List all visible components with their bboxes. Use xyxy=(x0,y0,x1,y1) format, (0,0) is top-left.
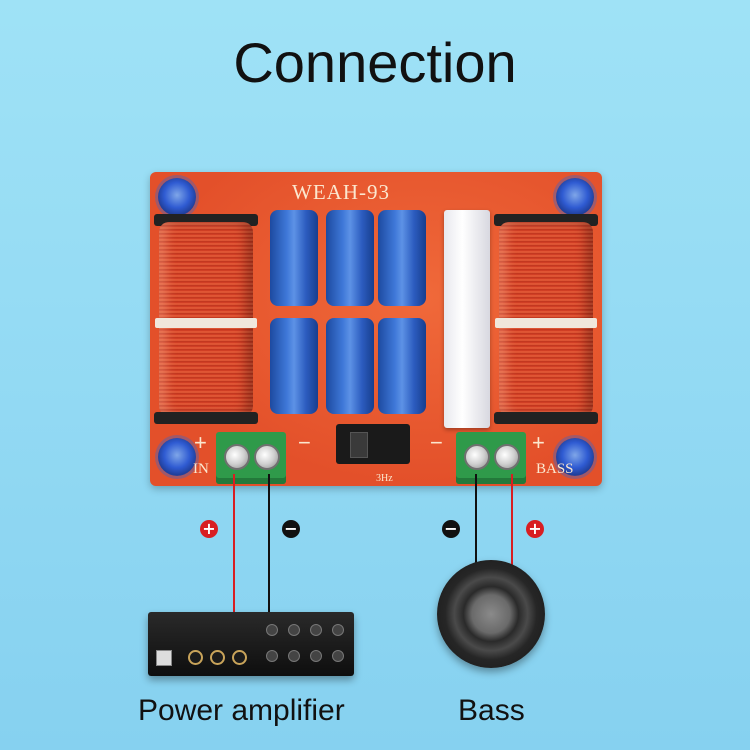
mounting-screw-top-right xyxy=(556,178,594,216)
amp-knob-3[interactable] xyxy=(232,650,247,665)
input-plus-terminal-screw[interactable] xyxy=(224,444,250,470)
capacitor-5 xyxy=(326,318,374,414)
amp-positive-wire xyxy=(233,474,235,614)
coil-right-bottom-cap xyxy=(494,412,598,424)
page-title: Connection xyxy=(233,31,517,94)
amp-knob-2[interactable] xyxy=(210,650,225,665)
capacitor-2 xyxy=(326,210,374,306)
capacitor-6 xyxy=(378,318,426,414)
capacitor-4 xyxy=(270,318,318,414)
input-label: IN xyxy=(193,461,209,477)
output-terminal-block[interactable] xyxy=(456,432,526,484)
amp-jack-8 xyxy=(332,650,344,662)
input-minus-sign: − xyxy=(298,430,311,455)
mounting-screw-bottom-left xyxy=(158,438,196,476)
amp-jack-3 xyxy=(310,624,322,636)
ceramic-resistor xyxy=(444,210,490,428)
capacitor-3 xyxy=(378,210,426,306)
switch-knob[interactable] xyxy=(350,432,368,458)
speaker-positive-wire xyxy=(511,474,513,572)
speaker-negative-marker: − xyxy=(442,520,460,538)
board-model-label: WEAH-93 xyxy=(292,180,390,204)
output-plus-terminal-screw[interactable] xyxy=(494,444,520,470)
amp-display xyxy=(184,624,214,632)
amp-jack-5 xyxy=(266,650,278,662)
speaker-negative-wire xyxy=(475,474,477,574)
speaker-positive-marker: + xyxy=(526,520,544,538)
inductor-coil-left xyxy=(155,222,257,416)
inductor-coil-right xyxy=(495,222,597,416)
amp-jack-1 xyxy=(266,624,278,636)
crossover-board: WEAH-93 3Hz + − − + IN BASS xyxy=(150,172,602,486)
capacitor-1 xyxy=(270,210,318,306)
speaker-caption: Bass xyxy=(458,694,525,727)
output-minus-sign: − xyxy=(430,430,443,455)
mounting-screw-bottom-right xyxy=(556,438,594,476)
amp-jack-4 xyxy=(332,624,344,636)
input-plus-sign: + xyxy=(194,430,207,455)
amp-jack-2 xyxy=(288,624,300,636)
output-label: BASS xyxy=(536,461,574,477)
amp-negative-marker: − xyxy=(282,520,300,538)
coil-left-bottom-cap xyxy=(154,412,258,424)
output-minus-terminal-screw[interactable] xyxy=(464,444,490,470)
amp-positive-marker: + xyxy=(200,520,218,538)
frequency-switch[interactable] xyxy=(336,424,410,464)
bass-speaker xyxy=(437,560,545,668)
amp-jack-7 xyxy=(310,650,322,662)
amp-negative-wire xyxy=(268,474,270,614)
amp-jack-6 xyxy=(288,650,300,662)
power-amplifier xyxy=(148,612,354,676)
output-plus-sign: + xyxy=(532,430,545,455)
input-minus-terminal-screw[interactable] xyxy=(254,444,280,470)
amp-knob-1[interactable] xyxy=(188,650,203,665)
input-terminal-block[interactable] xyxy=(216,432,286,484)
mounting-screw-top-left xyxy=(158,178,196,216)
switch-label: 3Hz xyxy=(376,473,393,484)
amp-usb-port xyxy=(156,650,172,666)
amplifier-caption: Power amplifier xyxy=(138,694,345,727)
